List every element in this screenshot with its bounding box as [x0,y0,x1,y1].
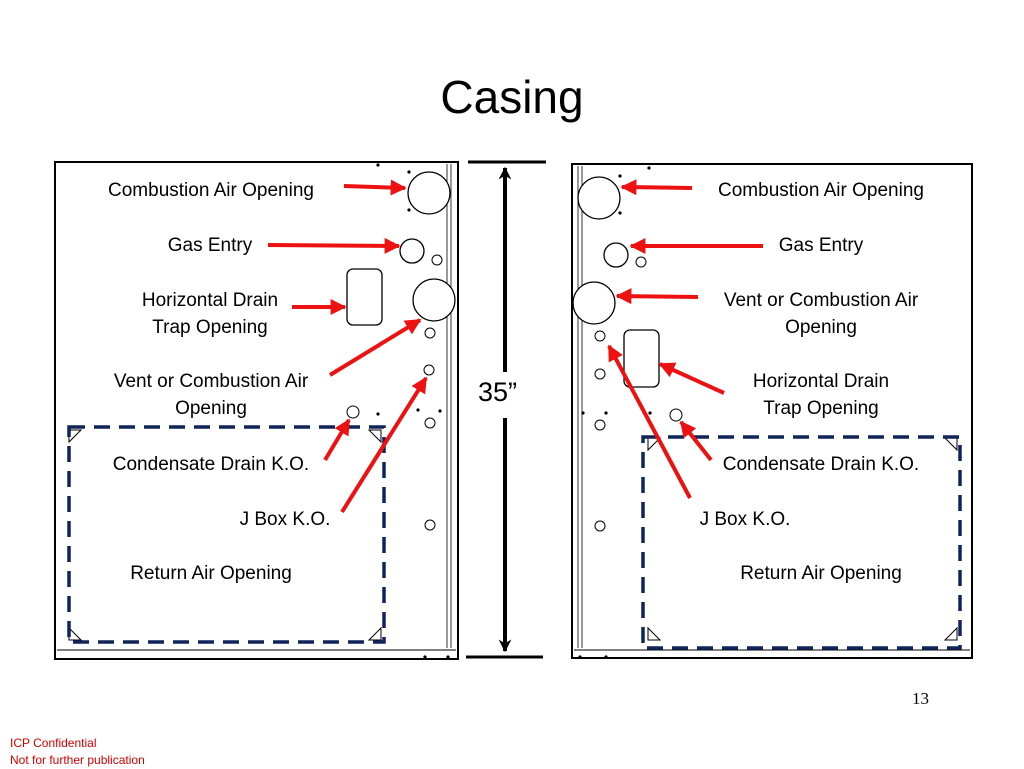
arrow-left-jbox [340,376,428,514]
label-right-drain-trap: Horizontal Drain Trap Opening [720,368,922,422]
label-right-vent-line2: Opening [785,317,857,338]
label-left-vent-line1: Vent or Combustion Air [113,371,309,392]
label-left-vent: Vent or Combustion Air Opening [88,368,334,422]
left-drain-trap-opening [346,268,383,326]
label-left-jbox: J Box K.O. [239,509,331,530]
label-left-condensate: Condensate Drain K.O. [112,454,310,475]
label-right-jbox: J Box K.O. [699,509,791,530]
arrow-left-gas-entry [267,237,401,254]
arrow-right-drain-trap [658,362,725,395]
label-left-drain-trap: Horizontal Drain Trap Opening [110,287,310,341]
label-right-vent-line1: Vent or Combustion Air [723,290,919,311]
label-right-combustion-air: Combustion Air Opening [718,180,924,201]
label-right-condensate: Condensate Drain K.O. [722,454,920,475]
right-combustion-air-hole [577,176,621,220]
label-right-drain-trap-line1: Horizontal Drain [752,371,890,392]
right-condensate-ko [669,408,683,422]
right-callout-arrows [607,179,763,499]
arrow-right-vent [615,288,699,305]
left-condensate-ko [346,405,360,419]
label-right-return-air: Return Air Opening [740,563,902,584]
left-callout-arrows [267,179,428,514]
arrow-left-combustion-air [343,179,407,196]
page-number: 13 [912,689,929,708]
label-right-vent: Vent or Combustion Air Opening [698,287,944,341]
label-left-vent-line2: Opening [175,398,247,419]
left-vent-hole [412,278,456,322]
arrow-right-condensate [679,420,713,462]
label-left-return-air: Return Air Opening [130,563,292,584]
arrow-right-jbox [607,344,692,499]
label-left-combustion-air: Combustion Air Opening [108,180,314,201]
label-left-gas-entry: Gas Entry [167,235,253,256]
height-dimension-marker [466,160,546,659]
confidential-notice: ICP Confidential Not for further publica… [10,735,145,769]
confidential-line1: ICP Confidential [10,736,97,750]
right-jbox-ko [594,330,606,342]
arrow-left-condensate [323,418,351,462]
label-right-drain-trap-line2: Trap Opening [763,398,879,419]
right-vent-hole [572,281,616,325]
slide-title: Casing [440,71,584,123]
arrow-left-vent [328,318,422,377]
right-return-air-outline [641,435,962,650]
label-left-drain-trap-line2: Trap Opening [152,317,268,338]
arrow-right-combustion-air [620,179,693,196]
right-gas-entry-hole [603,242,629,268]
left-jbox-ko [423,364,435,376]
left-combustion-air-hole [407,171,451,215]
confidential-line2: Not for further publication [10,753,145,767]
left-gas-entry-hole [399,238,425,264]
dimension-label: 35” [478,377,518,407]
label-right-gas-entry: Gas Entry [778,235,864,256]
label-left-drain-trap-line1: Horizontal Drain [141,290,279,311]
left-return-air-outline [67,425,386,644]
right-drain-trap-opening [623,329,660,388]
